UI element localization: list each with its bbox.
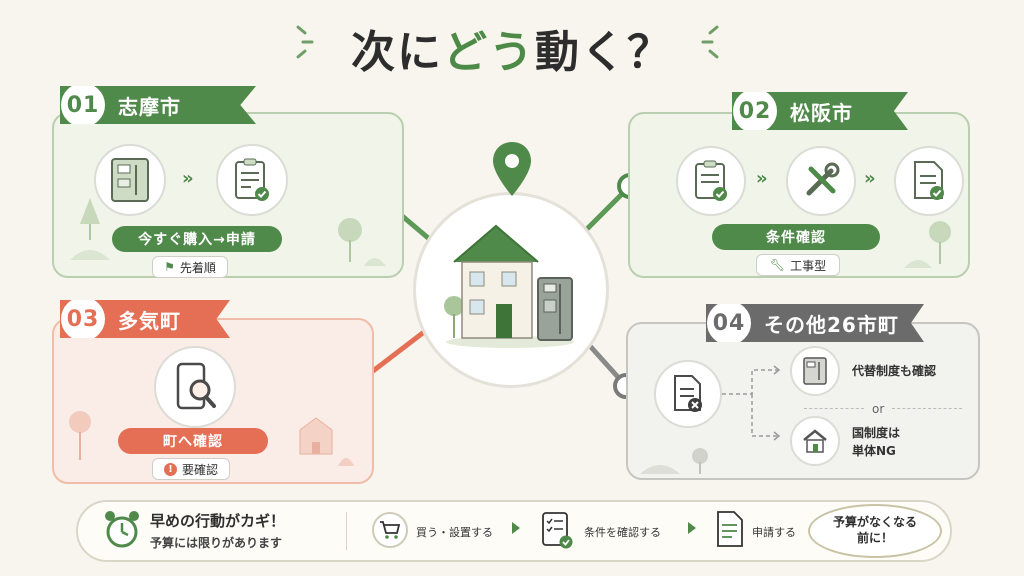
divider-line <box>804 408 864 409</box>
area-name: 松阪市 <box>790 100 853 125</box>
tree-decoration <box>640 448 708 474</box>
location-pin-icon <box>493 142 531 196</box>
smartphone-search-icon <box>154 346 236 428</box>
step-arrow-icon <box>512 522 520 534</box>
exclamation-icon: ! <box>163 462 177 476</box>
tag-label: 工事型 <box>790 258 827 273</box>
tree-decoration <box>69 411 91 460</box>
option-line: 単体NG <box>852 444 896 458</box>
action-pill-matsusaka: 条件確認 <box>712 224 880 250</box>
step-arrow-icon <box>688 522 696 534</box>
document-x-icon <box>654 360 722 428</box>
area-name: その他26市町 <box>764 312 899 337</box>
tag-matsusaka: 🔧︎ 工事型 <box>756 254 840 276</box>
document-check-icon <box>894 146 964 216</box>
house-icon <box>790 416 840 466</box>
option-line: 国制度は <box>852 426 901 440</box>
area-name: 多気町 <box>118 308 181 333</box>
area-number: 02 <box>732 92 780 130</box>
clipboard-check-icon <box>216 144 288 216</box>
step-label-apply: 申請する <box>752 526 796 539</box>
area-header-shima: 01 志摩市 <box>60 86 256 124</box>
checklist-icon <box>542 512 573 549</box>
storage-battery-icon <box>94 144 166 216</box>
chevrons-icon: » <box>864 168 876 189</box>
option-alternative-programs: 代替制度も確認 <box>852 364 937 378</box>
tree-decoration <box>70 198 110 260</box>
option-national-program: 国制度は 単体NG <box>852 424 900 460</box>
divider-line <box>346 512 347 550</box>
flag-icon: ⚑ <box>164 260 175 274</box>
chevrons-icon: » <box>756 168 768 189</box>
or-divider: or <box>872 402 885 416</box>
dashed-branch-lines <box>722 365 781 441</box>
tools-icon <box>786 146 856 216</box>
clipboard-check-icon <box>676 146 746 216</box>
step-label-check: 条件を確認する <box>584 526 661 539</box>
chevrons-icon: » <box>182 168 194 189</box>
divider-line <box>892 408 962 409</box>
tag-label: 要確認 <box>181 462 218 477</box>
wrench-icon: 🔧︎ <box>769 258 786 272</box>
reminder-bubble: 予算がなくなる 前に！ <box>808 504 942 558</box>
area-name: 志摩市 <box>118 94 181 119</box>
action-pill-shima: 今すぐ購入→申請 <box>112 226 282 252</box>
area-header-matsusaka: 02 松阪市 <box>732 92 908 130</box>
house-decoration <box>299 417 354 466</box>
banner-subtext: 予算には限りがあります <box>150 536 283 550</box>
bubble-line: 前に！ <box>856 531 893 545</box>
area-header-others: 04 その他26市町 <box>706 304 924 342</box>
action-pill-taki: 町へ確認 <box>118 428 268 454</box>
tree-decoration <box>904 221 951 268</box>
document-icon <box>717 511 743 547</box>
cart-icon <box>372 512 408 548</box>
tag-taki: ! 要確認 <box>152 458 230 480</box>
tag-label: 先着順 <box>179 260 216 275</box>
area-number: 01 <box>60 86 108 124</box>
area-number: 03 <box>60 300 108 338</box>
step-label-buy: 買う・設置する <box>416 526 493 539</box>
area-header-taki: 03 多気町 <box>60 300 230 338</box>
tree-decoration <box>338 218 386 266</box>
storage-battery-icon <box>790 346 840 396</box>
area-number: 04 <box>706 304 754 342</box>
bubble-line: 予算がなくなる <box>832 515 917 530</box>
alarm-clock-icon <box>105 511 139 548</box>
house-icon <box>444 224 574 348</box>
banner-headline: 早めの行動がカギ！ <box>150 512 286 530</box>
tag-shima: ⚑ 先着順 <box>152 256 228 278</box>
page-title: 次にどう動く？ <box>351 27 673 78</box>
